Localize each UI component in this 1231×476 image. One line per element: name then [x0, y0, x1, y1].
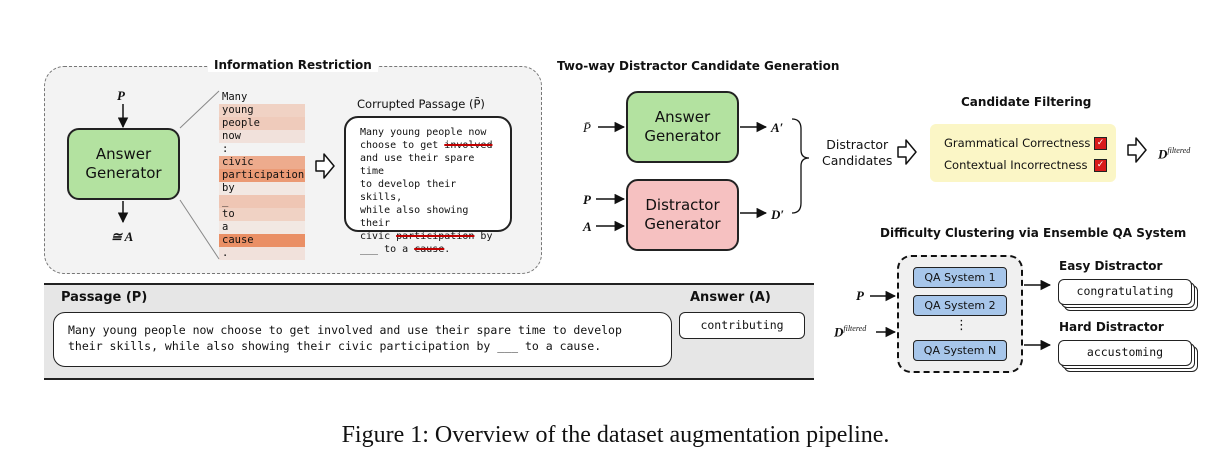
- figure-caption: Figure 1: Overview of the dataset augmen…: [341, 422, 890, 448]
- corrupted-line: to develop their skills,: [360, 179, 457, 203]
- checkbox-checked-icon: ✓: [1094, 159, 1107, 172]
- d-filtered-label: Dfiltered: [1158, 146, 1190, 162]
- token-row: now: [219, 130, 305, 143]
- token-row: cause: [219, 234, 305, 247]
- hard-distractor-title: Hard Distractor: [1059, 320, 1164, 334]
- qa-d-sup: filtered: [843, 324, 867, 333]
- token-row: civic: [219, 156, 305, 169]
- token-row: a: [219, 221, 305, 234]
- passage-box: Many young people now choose to get invo…: [53, 312, 672, 367]
- p-input-label: P: [583, 192, 591, 207]
- filter-grammatical: Grammatical Correctness: [944, 136, 1091, 150]
- d-filtered-sup: filtered: [1167, 146, 1191, 155]
- candidates-line2: Candidates: [822, 153, 893, 168]
- token-row: .: [219, 247, 305, 260]
- two-way-title: Two-way Distractor Candidate Generation: [557, 59, 840, 73]
- distractor-generator-line1: Distractor: [645, 196, 720, 214]
- candidates-line1: Distractor: [826, 137, 889, 152]
- token-row: :: [222, 143, 229, 155]
- answer-generator-line1: Answer: [654, 108, 711, 126]
- fan-line-top: [179, 90, 220, 129]
- token-row: people: [219, 117, 305, 130]
- ir-input-label: P: [117, 88, 125, 103]
- fan-line-bottom: [179, 199, 220, 260]
- qa-system-2: QA System 2: [913, 295, 1007, 316]
- answer-title: Answer (A): [690, 290, 771, 305]
- hollow-arrow-icon: [315, 153, 335, 179]
- corrupted-passage-title: Corrupted Passage (P̄): [357, 97, 485, 111]
- ir-answer-generator-line1: Answer: [95, 145, 152, 163]
- corrupted-text: choose to get: [360, 140, 445, 151]
- token-row: _: [219, 195, 305, 208]
- struck-word: cause: [414, 244, 445, 255]
- corrupted-text: ___ to a: [360, 244, 415, 255]
- difficulty-clustering-title: Difficulty Clustering via Ensemble QA Sy…: [880, 226, 1187, 240]
- qa-p-label: P: [856, 288, 864, 303]
- pbar-label: P̄: [583, 120, 591, 135]
- struck-word: participation: [396, 231, 475, 242]
- qa-ellipsis: ⋮: [955, 318, 968, 333]
- ir-answer-generator-line2: Generator: [85, 164, 162, 182]
- candidate-filtering-box: [930, 124, 1116, 182]
- distractor-generator-line2: Generator: [644, 215, 721, 233]
- hard-distractor-card: accustoming: [1058, 340, 1192, 366]
- corrupted-line: ___ to a cause.: [360, 243, 500, 256]
- corrupted-text: by: [474, 231, 493, 242]
- easy-distractor-title: Easy Distractor: [1059, 259, 1163, 273]
- token-row: to: [219, 208, 305, 221]
- struck-word: involved: [444, 140, 493, 151]
- filter-contextual: Contextual Incorrectness: [944, 158, 1088, 172]
- token-row: young: [219, 104, 305, 117]
- checkbox-checked-icon: ✓: [1094, 137, 1107, 150]
- corrupted-line: while also showing their: [360, 205, 469, 229]
- ir-output-label: ≅ A: [111, 229, 134, 244]
- hollow-arrow-icon: [897, 139, 917, 165]
- passage-line: their skills, while also showing their c…: [68, 339, 602, 353]
- token-row: Many: [222, 91, 248, 103]
- d-filtered-base: D: [1158, 146, 1168, 162]
- corrupted-text: .: [444, 244, 451, 255]
- easy-distractor-card: congratulating: [1058, 279, 1192, 305]
- token-row: by: [219, 182, 305, 195]
- qa-d-base: D: [834, 324, 844, 340]
- qa-d-label: Dfiltered: [834, 324, 866, 340]
- candidate-filtering-title: Candidate Filtering: [961, 95, 1092, 109]
- a-prime-label: A′: [771, 120, 784, 135]
- d-prime-label: D′: [771, 207, 785, 222]
- qa-system-1: QA System 1: [913, 267, 1007, 288]
- information-restriction-title: Information Restriction: [208, 58, 378, 72]
- corrupted-text: civic: [360, 231, 397, 242]
- passage-title: Passage (P): [61, 290, 148, 305]
- a-input-label: A: [583, 219, 592, 234]
- corrupted-line: and use their spare time: [360, 153, 475, 177]
- passage-line: Many young people now choose to get invo…: [68, 323, 622, 337]
- corrupted-line: Many young people now: [360, 127, 487, 138]
- hollow-arrow-icon: [1127, 137, 1147, 163]
- answer-box: contributing: [679, 312, 805, 339]
- token-row: participation: [219, 169, 305, 182]
- qa-system-n: QA System N: [913, 340, 1007, 361]
- corrupted-line: civic participation by: [360, 230, 500, 243]
- corrupted-passage-box: Many young people now choose to get invo…: [344, 116, 512, 255]
- brace-icon: [791, 118, 810, 214]
- corrupted-line: choose to get involved: [360, 139, 500, 152]
- answer-generator-line2: Generator: [644, 127, 721, 145]
